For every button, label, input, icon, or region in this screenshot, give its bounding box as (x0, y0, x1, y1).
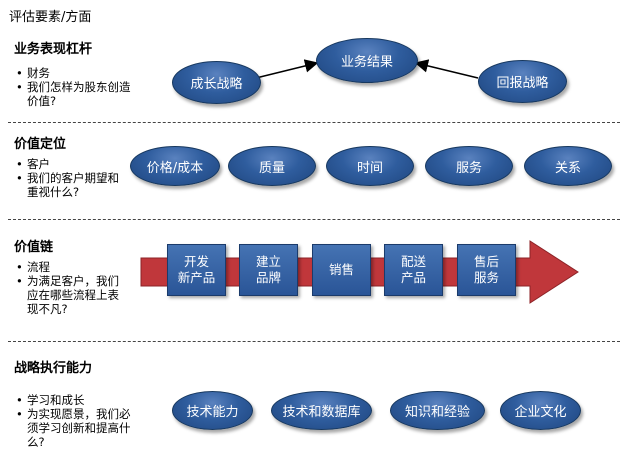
oval-time: 时间 (326, 146, 414, 186)
section-title-value-chain: 价值链 (14, 240, 54, 255)
oval-relationship: 关系 (524, 146, 612, 186)
oval-service: 服务 (425, 146, 513, 186)
bullet-item: 我们的客户期望和重视什么? (13, 171, 123, 199)
business-bullets: 财务 我们怎样为股东创造价值? (13, 66, 138, 108)
section-title-execution: 战略执行能力 (14, 361, 93, 376)
section-divider (8, 122, 620, 123)
oval-price-cost: 价格/成本 (130, 146, 220, 186)
node-business-result: 业务结果 (316, 38, 418, 83)
oval-knowledge-experience: 知识和经验 (390, 391, 485, 430)
bullet-item: 学习和成长 (13, 393, 138, 407)
oval-tech-capability: 技术能力 (172, 391, 253, 430)
step-after-sales: 售后 服务 (457, 244, 516, 296)
bullet-item: 为实现愿景，我们必须学习创新和提高什么? (13, 407, 138, 449)
arrow-return-to-result (414, 59, 479, 79)
bullet-item: 财务 (13, 66, 138, 80)
step-build-brand: 建立 品牌 (239, 244, 298, 296)
section-title-positioning: 价值定位 (14, 137, 67, 152)
oval-corporate-culture: 企业文化 (500, 391, 581, 430)
node-growth-strategy: 成长战略 (172, 61, 261, 104)
value-chain-bullets: 流程 为满足客户，我们应在哪些流程上表现不凡? (13, 260, 125, 316)
page-header: 评估要素/方面 (9, 10, 92, 25)
oval-tech-database: 技术和数据库 (271, 391, 372, 430)
step-deliver-product: 配送 产品 (384, 244, 443, 296)
bullet-item: 为满足客户，我们应在哪些流程上表现不凡? (13, 274, 125, 316)
oval-quality: 质量 (228, 146, 316, 186)
step-develop-product: 开发 新产品 (167, 244, 226, 296)
execution-bullets: 学习和成长 为实现愿景，我们必须学习创新和提高什么? (13, 393, 138, 449)
section-divider (8, 341, 620, 342)
section-divider (8, 219, 620, 220)
bullet-item: 流程 (13, 260, 125, 274)
bullet-item: 客户 (13, 157, 123, 171)
arrow-growth-to-result (255, 59, 319, 79)
section-title-business: 业务表现杠杆 (14, 42, 93, 57)
step-sales: 销售 (312, 244, 371, 296)
node-return-strategy: 回报战略 (478, 60, 567, 103)
positioning-bullets: 客户 我们的客户期望和重视什么? (13, 157, 123, 199)
bullet-item: 我们怎样为股东创造价值? (13, 80, 138, 108)
